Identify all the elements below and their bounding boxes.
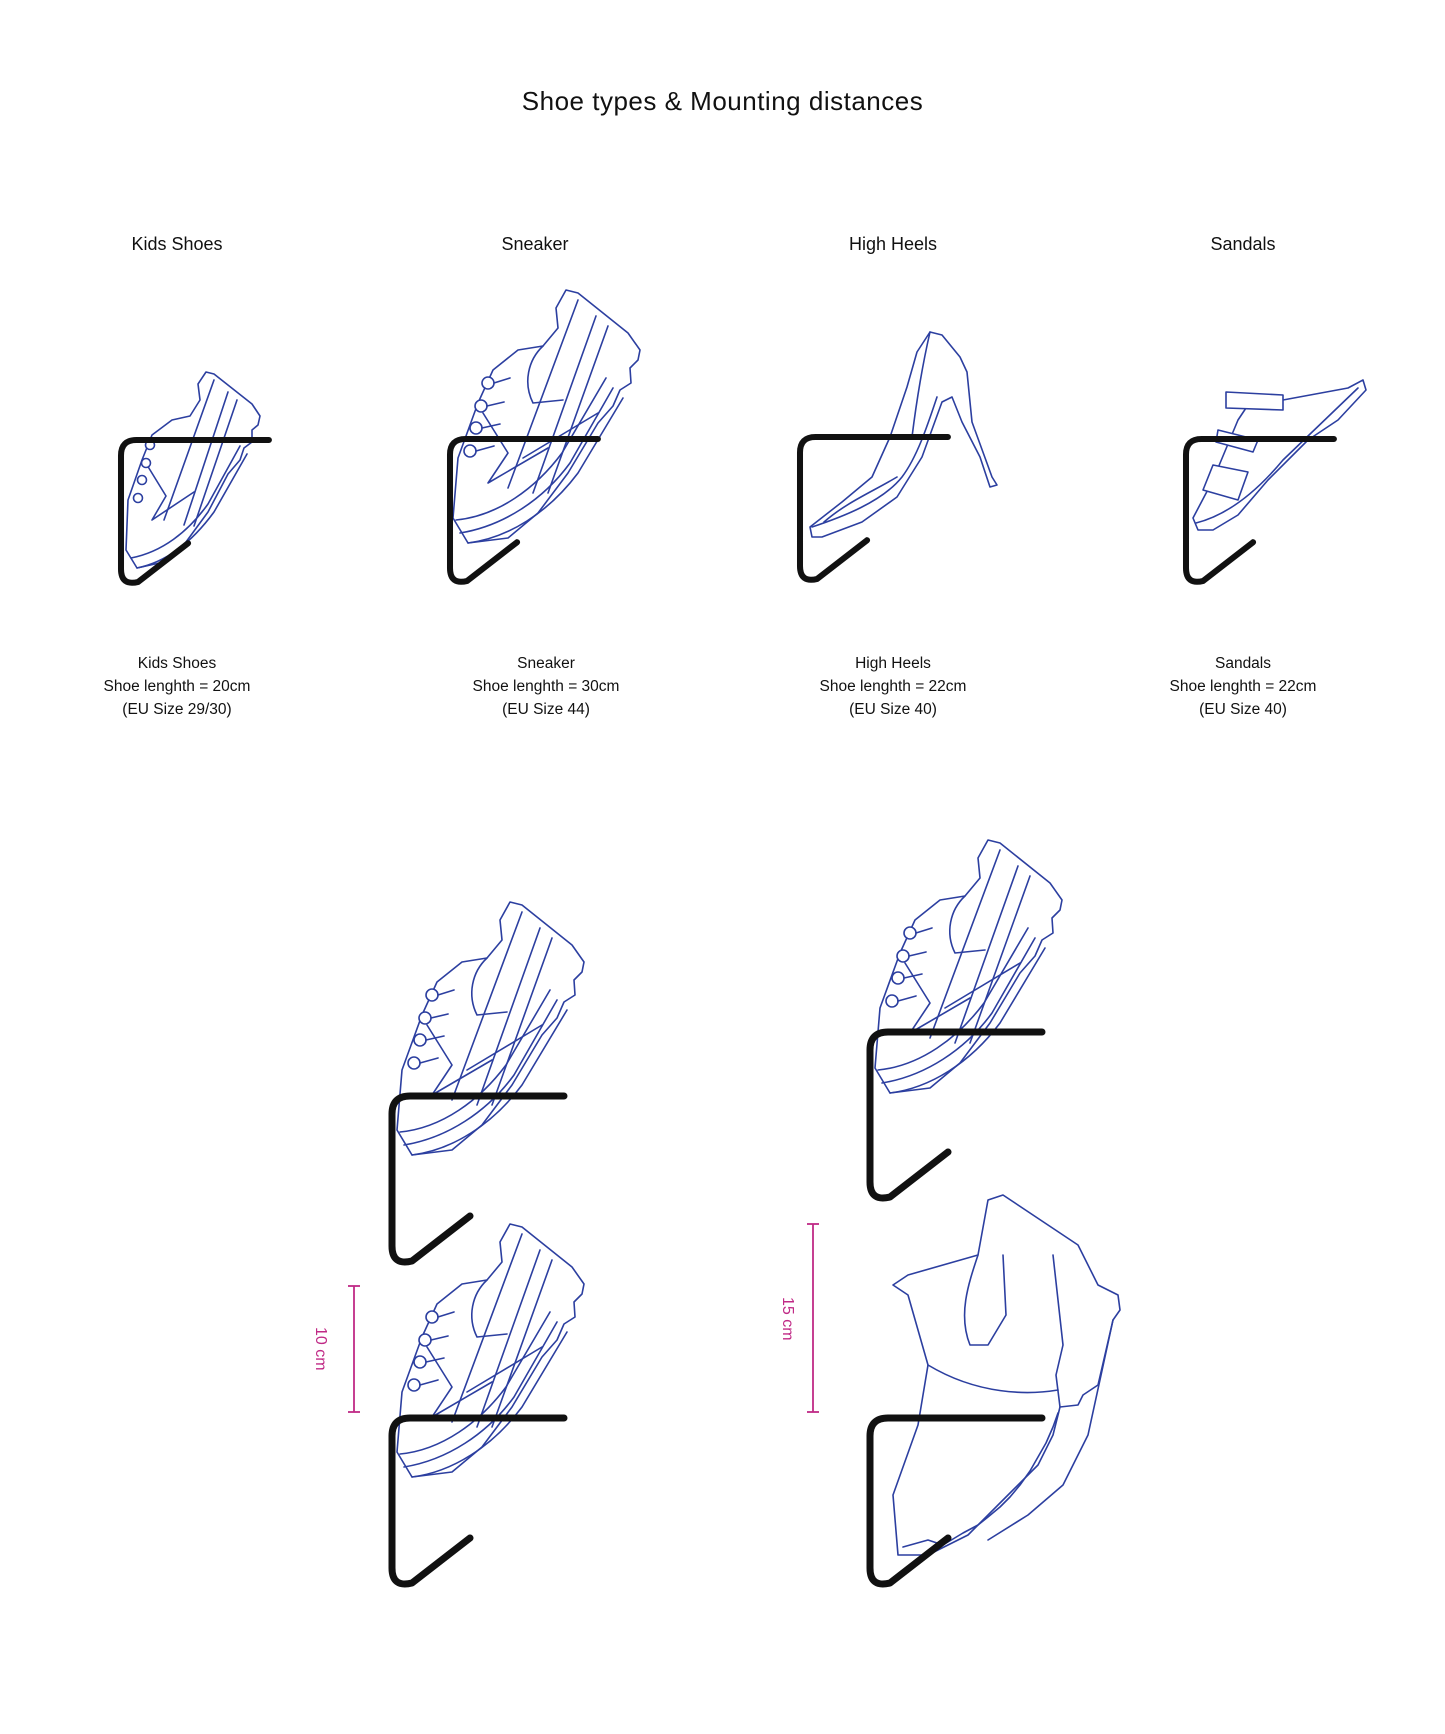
caption-name: High Heels — [855, 655, 931, 672]
sneaker-stack-10cm — [392, 901, 585, 1584]
heading-sandals: Sandals — [1210, 234, 1276, 254]
heading-high-heels: High Heels — [848, 234, 938, 254]
caption-length: Shoe lenghth = 22cm — [819, 678, 967, 695]
dimension-label-10cm: 10 cm — [312, 1327, 329, 1371]
caption-size: (EU Size 40) — [849, 701, 937, 718]
caption-length: Shoe lenghth = 20cm — [103, 678, 251, 695]
sneaker-boot-stack-15cm — [870, 839, 1121, 1584]
heading-sneaker: Sneaker — [501, 234, 569, 254]
caption-length: Shoe lenghth = 30cm — [472, 678, 620, 695]
sneaker-illustration — [450, 289, 641, 582]
caption-size: (EU Size 44) — [502, 701, 590, 718]
caption-length: Shoe lenghth = 22cm — [1169, 678, 1317, 695]
caption-sandals: Sandals Shoe lenghth = 22cm (EU Size 40) — [1113, 652, 1373, 721]
dimension-15cm — [807, 1223, 819, 1413]
caption-name: Kids Shoes — [137, 655, 217, 672]
page-title: Shoe types & Mounting distances — [521, 86, 924, 116]
dimension-label-15cm: 15 cm — [779, 1297, 796, 1341]
high-heel-illustration — [800, 331, 998, 580]
kids-shoe-illustration — [121, 371, 269, 583]
caption-sneaker: Sneaker Shoe lenghth = 30cm (EU Size 44) — [416, 652, 676, 721]
sandal-illustration — [1186, 379, 1367, 582]
heading-kids-shoes: Kids Shoes — [131, 234, 223, 254]
caption-kids-shoes: Kids Shoes Shoe lenghth = 20cm (EU Size … — [47, 652, 307, 721]
caption-size: (EU Size 29/30) — [122, 701, 232, 718]
caption-name: Sneaker — [517, 655, 575, 672]
dimension-10cm — [348, 1285, 360, 1413]
caption-high-heels: High Heels Shoe lenghth = 22cm (EU Size … — [763, 652, 1023, 721]
caption-name: Sandals — [1214, 655, 1271, 672]
caption-size: (EU Size 40) — [1199, 701, 1287, 718]
